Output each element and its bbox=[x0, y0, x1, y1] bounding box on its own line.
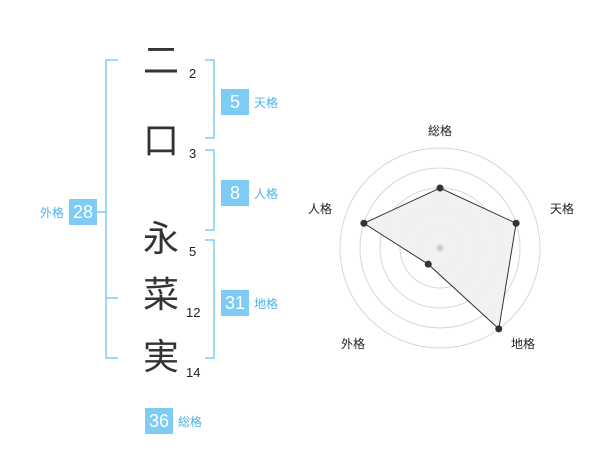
radar-label-jinkaku: 人格 bbox=[308, 202, 333, 216]
gaikaku-badge: 外格 28 bbox=[40, 199, 98, 225]
stroke-count-3: 5 bbox=[189, 244, 197, 259]
radar-ring-4 bbox=[359, 167, 521, 329]
name-char-4: 菜 bbox=[142, 275, 179, 316]
tenkaku-label: 天格 bbox=[254, 95, 279, 110]
stroke-count-4: 12 bbox=[186, 305, 201, 320]
radar-point-1 bbox=[436, 184, 444, 192]
radar-polygon bbox=[362, 187, 517, 330]
gaikaku-value: 28 bbox=[69, 199, 98, 225]
radar-center-dot bbox=[436, 244, 444, 252]
gaikaku-label: 外格 bbox=[40, 205, 65, 220]
stroke-count-1: 2 bbox=[189, 66, 197, 81]
radar-label-chikaku: 地格 bbox=[511, 337, 536, 351]
name-char-3: 永 bbox=[142, 219, 179, 260]
stroke-count-2: 3 bbox=[189, 146, 197, 161]
chikaku-label: 地格 bbox=[254, 296, 279, 311]
chikaku-value: 31 bbox=[221, 290, 249, 316]
tenkaku-bracket bbox=[205, 59, 215, 139]
chikaku-bracket bbox=[205, 239, 215, 359]
radar-point-4 bbox=[424, 260, 432, 268]
jinkaku-label: 人格 bbox=[254, 186, 279, 201]
stroke-count-5: 14 bbox=[186, 365, 201, 380]
radar-point-5 bbox=[360, 219, 368, 227]
jinkaku-value: 8 bbox=[221, 180, 249, 206]
soukaku-badge: 36 総格 bbox=[145, 408, 202, 434]
jinkaku-bracket bbox=[205, 149, 215, 231]
gaikaku-bracket bbox=[105, 59, 118, 359]
tenkaku-value: 5 bbox=[221, 89, 249, 115]
name-char-5: 実 bbox=[142, 337, 179, 378]
radar-label-soukaku: 総格 bbox=[428, 124, 453, 138]
soukaku-label: 総格 bbox=[178, 414, 203, 429]
name-char-1: 二 bbox=[142, 41, 179, 82]
radar-label-gaikaku: 外格 bbox=[341, 337, 366, 351]
radar-point-3 bbox=[495, 325, 503, 333]
radar-label-tenkaku: 天格 bbox=[550, 202, 575, 216]
name-char-2: 口 bbox=[142, 121, 179, 162]
jinkaku-badge: 8 人格 bbox=[221, 180, 278, 206]
chikaku-badge: 31 地格 bbox=[221, 290, 278, 316]
soukaku-value: 36 bbox=[145, 408, 173, 434]
radar-point-2 bbox=[512, 219, 520, 227]
radar-ring-5 bbox=[339, 147, 541, 349]
tenkaku-badge: 5 天格 bbox=[221, 89, 278, 115]
